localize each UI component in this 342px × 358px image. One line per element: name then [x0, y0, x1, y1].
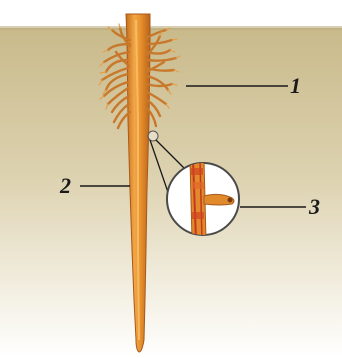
callout-label-3: 3 — [308, 194, 320, 219]
callout-label-2: 2 — [59, 173, 71, 198]
callout-label-1: 1 — [290, 73, 301, 98]
soil-surface-line — [0, 26, 342, 30]
magnified-spot — [148, 131, 158, 141]
